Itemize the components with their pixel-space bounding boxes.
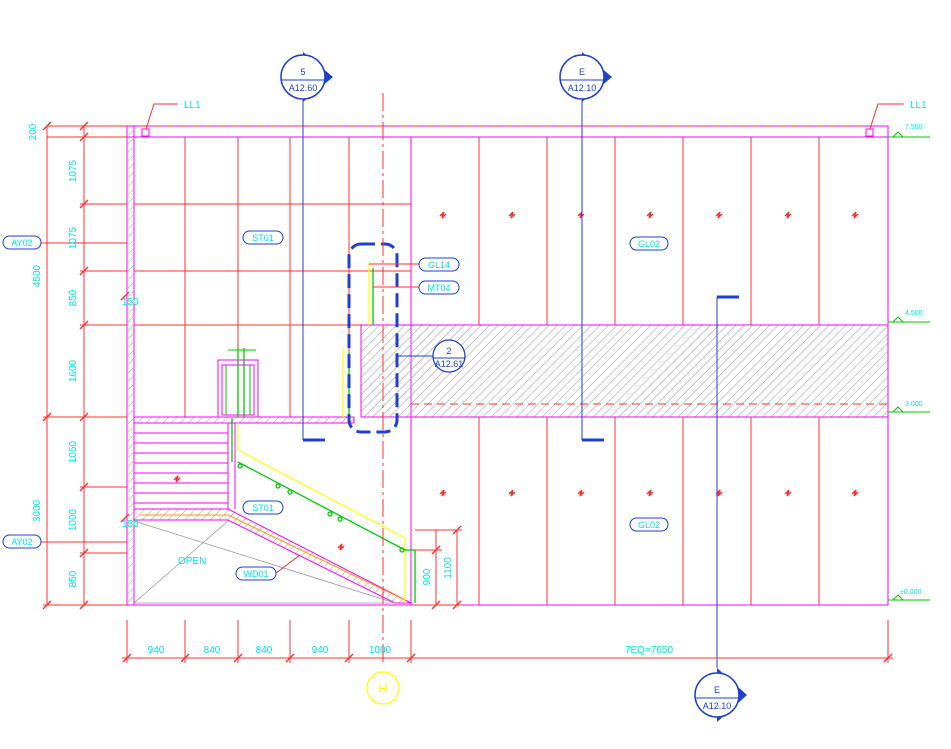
- horizontal-dimension-chain: [122, 620, 893, 663]
- svg-text:GL02: GL02: [638, 239, 660, 249]
- material-tag-ay02-upper: AY02: [2, 235, 127, 250]
- vertical-dimension-labels: 200 1075 1075 850 1600 1050 1000 850 450…: [28, 123, 79, 587]
- section-number: E: [714, 685, 720, 695]
- section-cut-lines: [302, 100, 739, 668]
- svg-text:1000: 1000: [68, 508, 79, 531]
- svg-text:AY02: AY02: [11, 238, 32, 248]
- detail-callout-marker: 2 A12.61: [397, 339, 466, 373]
- svg-text:1000: 1000: [369, 645, 392, 656]
- dimension-150-lower: 150: [122, 519, 139, 530]
- vertical-dimension-chain: [43, 125, 127, 606]
- svg-text:940: 940: [312, 645, 329, 656]
- level-marker-mid-lower: 3.000: [888, 401, 930, 413]
- material-tag-wd01: WD01: [235, 554, 301, 581]
- floor-slab: [133, 324, 889, 424]
- detail-callout-box: [347, 242, 399, 434]
- grid-bubble-h: H: [366, 671, 400, 705]
- svg-text:200: 200: [28, 123, 39, 140]
- svg-text:1075: 1075: [68, 226, 79, 249]
- ll1-tag-right: LL1: [865, 100, 927, 137]
- svg-text:AY02: AY02: [11, 537, 32, 547]
- section-sheet: A12.10: [568, 83, 597, 93]
- level-marker-mid-upper: 4.500: [888, 310, 930, 323]
- material-tag-st01-lower: ST01: [242, 500, 284, 515]
- svg-text:ST01: ST01: [252, 503, 274, 513]
- callout-number: 2: [446, 346, 451, 356]
- dimension-150-upper: 150: [122, 297, 139, 308]
- stair-rail-dimensions: [415, 525, 462, 610]
- material-tag-gl02-upper: GL02: [629, 236, 669, 251]
- left-wall-column: [126, 125, 135, 606]
- svg-text:840: 840: [204, 645, 221, 656]
- open-label: OPEN: [178, 556, 206, 567]
- section-number: E: [579, 67, 585, 77]
- svg-text:LL1: LL1: [184, 100, 201, 111]
- railing-post-assembly: [217, 348, 259, 418]
- svg-text:1600: 1600: [68, 359, 79, 382]
- section-marker-top-left: 5 A12.60: [280, 52, 333, 102]
- section-marker-bottom-right: E A12.10: [694, 668, 747, 722]
- svg-text:7EQ=7650: 7EQ=7650: [625, 645, 674, 656]
- svg-text:ST01: ST01: [252, 233, 274, 243]
- level-marker-ground: ±0.000: [888, 589, 930, 601]
- section-marker-top-mid: E A12.10: [559, 52, 612, 102]
- svg-text:WD01: WD01: [243, 569, 268, 579]
- svg-text:850: 850: [68, 570, 79, 587]
- glass-reflection-marks: [173, 211, 859, 551]
- svg-text:GL14: GL14: [428, 260, 450, 270]
- level-marker-top: 7.500: [888, 124, 930, 138]
- svg-text:1075: 1075: [68, 159, 79, 182]
- svg-text:3000: 3000: [32, 499, 43, 522]
- svg-text:840: 840: [256, 645, 273, 656]
- section-number: 5: [300, 67, 305, 77]
- svg-text:7.500: 7.500: [905, 124, 923, 131]
- grid-label: H: [378, 681, 387, 696]
- dimension-150-ticks: [120, 291, 130, 523]
- material-tag-gl02-lower: GL02: [629, 517, 669, 532]
- dimension-1100: 1100: [443, 557, 454, 579]
- dimension-900: 900: [422, 568, 433, 585]
- svg-text:850: 850: [68, 289, 79, 306]
- svg-text:MT04: MT04: [427, 283, 450, 293]
- svg-text:4500: 4500: [32, 264, 43, 287]
- svg-text:LL1: LL1: [910, 100, 927, 111]
- svg-text:±0.000: ±0.000: [900, 589, 921, 596]
- svg-text:940: 940: [148, 645, 165, 656]
- callout-sheet: A12.61: [435, 359, 464, 369]
- horizontal-dimension-ticks: [122, 653, 893, 663]
- ll1-tag-left: LL1: [141, 100, 201, 137]
- svg-text:GL02: GL02: [638, 520, 660, 530]
- section-sheet: A12.60: [289, 83, 318, 93]
- material-tag-gl14: GL14: [369, 257, 460, 272]
- material-tag-ay02-lower: AY02: [2, 534, 127, 549]
- material-tag-st01-upper: ST01: [242, 230, 284, 245]
- section-sheet: A12.10: [703, 701, 732, 711]
- svg-text:1050: 1050: [68, 440, 79, 463]
- svg-text:4.500: 4.500: [905, 310, 923, 317]
- material-tag-mt04: MT04: [373, 280, 460, 295]
- horizontal-dimension-labels: 940 840 840 940 1000 7EQ=7650: [148, 645, 674, 656]
- vertical-dimension-ticks: [42, 121, 89, 610]
- glass-panel-grid: [478, 137, 820, 605]
- svg-text:3.000: 3.000: [905, 401, 923, 408]
